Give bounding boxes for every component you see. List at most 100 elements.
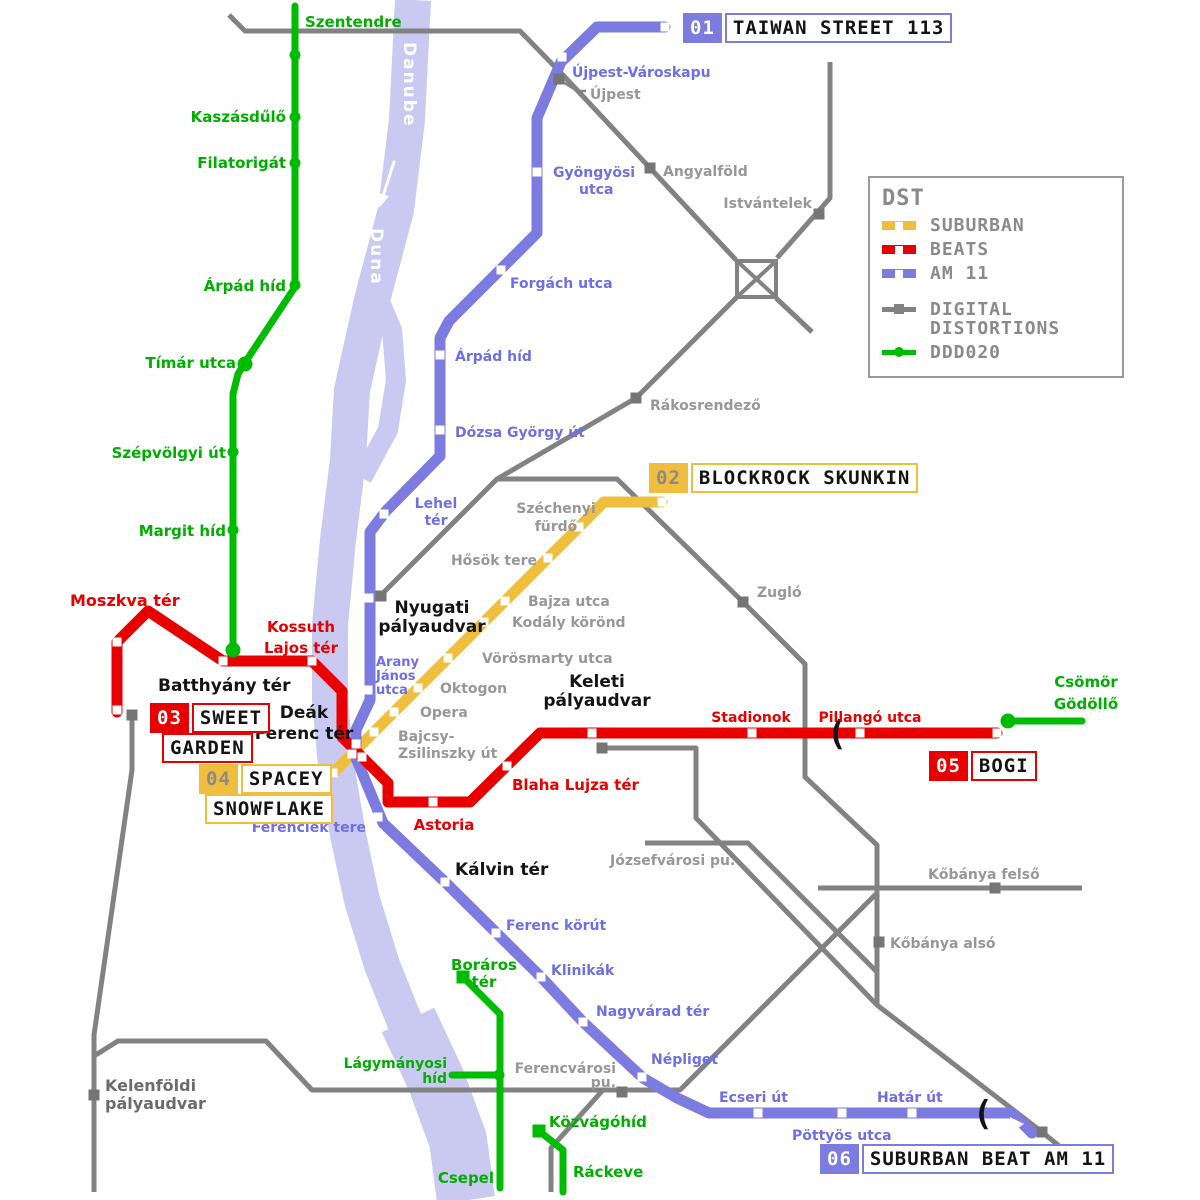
legend-label-suburban: SUBURBAN xyxy=(930,215,1025,236)
station-lehel-ter xyxy=(379,509,389,519)
label-ferenc-korut: Ferenc körút xyxy=(506,918,606,934)
label-nepliget: Népliget xyxy=(651,1052,718,1068)
label-klinikak: Klinikák xyxy=(551,963,615,979)
label-rackeve: Ráckeve xyxy=(573,1163,643,1181)
rail-jozsefvarosi xyxy=(645,840,879,974)
label-moszkva-ter: Moszkva tér xyxy=(70,591,180,610)
station-deli-rail-stub xyxy=(126,709,138,721)
label-istvantelek: Istvántelek xyxy=(723,196,812,212)
station-terminal-04 xyxy=(328,768,338,778)
station-deak-m3 xyxy=(351,739,361,749)
station-timar-utca xyxy=(237,356,253,372)
label-dozsa-gyorgy-ut: Dózsa György út xyxy=(455,425,585,441)
river-flow-arrow xyxy=(381,160,396,198)
label-pottyos-utca: Pöttyös utca xyxy=(792,1128,892,1144)
label-kobanya-also: Kőbánya alsó xyxy=(890,936,996,952)
label-bajcsy-zsilinszky: Bajcsy-Zsilinszky út xyxy=(398,729,498,762)
station-oktogon xyxy=(413,683,423,693)
station-arpad-hid-metro xyxy=(435,350,445,360)
rail-keleti-branch xyxy=(602,745,879,1007)
station-forgach-utca xyxy=(496,265,506,275)
line-ddd020-rackeve xyxy=(535,1127,567,1196)
station-ferenciek-tere xyxy=(373,812,383,822)
line-beats xyxy=(111,605,1003,808)
rail-istvantelek xyxy=(775,62,833,260)
station-rakosrendezo xyxy=(630,392,642,404)
station-batthyany-ter-metro xyxy=(218,656,228,666)
label-kozvagohid: Közvágóhíd xyxy=(549,1113,647,1131)
legend-item-ddd020: DDD020 xyxy=(882,343,1122,362)
line-am11 xyxy=(350,21,1038,1139)
label-rakosrendezo: Rákosrendező xyxy=(650,398,761,414)
label-arpad-hid-metro: Árpád híd xyxy=(455,348,532,365)
river-name-duna: Duna xyxy=(366,228,386,286)
station-ujpest-varoskapu xyxy=(557,52,567,62)
station-terminal-01 xyxy=(660,22,670,32)
legend-label-digital-distortions: DIGITAL DISTORTIONS xyxy=(930,299,1061,339)
label-zuglo: Zugló xyxy=(757,585,802,601)
station-filatorigat xyxy=(289,157,301,169)
rail-main-east xyxy=(380,476,1087,1169)
river-name-danube: Danube xyxy=(399,42,419,128)
station-kodaly-korond xyxy=(479,617,489,627)
station-keleti-rail xyxy=(596,742,608,754)
station-blaha-lujza-ter xyxy=(502,761,512,771)
station-nyugati-rail xyxy=(375,590,387,602)
station-csomor-godollo-end xyxy=(1000,713,1016,729)
station-bajcsy-zsilinszky-ut xyxy=(369,727,379,737)
station-hatar-ut xyxy=(907,1108,917,1118)
rail-south xyxy=(92,891,879,1093)
legend-item-suburban: SUBURBAN xyxy=(882,216,1122,235)
station-moszkva-ter xyxy=(112,637,122,647)
station-nyugati-metro xyxy=(364,593,374,603)
station-boraros-ter xyxy=(456,970,470,984)
station-deak-m1 xyxy=(347,749,357,759)
station-ecseri-ut xyxy=(753,1108,763,1118)
station-pottyos-utca xyxy=(837,1108,847,1118)
legend-marker-beats xyxy=(882,240,916,259)
legend-marker-ddd020 xyxy=(882,343,916,362)
legend-item-digital-distortions: DIGITAL DISTORTIONS xyxy=(882,300,1122,338)
station-lagymanyosi-hid xyxy=(493,1069,505,1081)
legend-title: DST xyxy=(882,186,925,211)
station-kobanya-also xyxy=(873,936,885,948)
label-kobanya-felso: Kőbánya felső xyxy=(928,867,1040,883)
label-ujpest: Újpest xyxy=(590,85,641,103)
line-suburban xyxy=(327,496,668,779)
label-szepvolgyi-ut: Szépvölgyi út xyxy=(112,444,226,462)
label-ecseri-ut: Ecseri út xyxy=(719,1090,788,1106)
station-kossuth-lajos-ter xyxy=(307,656,317,666)
station-kozvagohid xyxy=(532,1124,546,1138)
station-pillango-utca xyxy=(855,728,865,738)
label-ferenciek-tere: Ferenciek tere xyxy=(252,820,366,836)
label-hatar-ut: Határ út xyxy=(877,1090,943,1106)
label-bajza-utca: Bajza utca xyxy=(528,594,610,610)
station-dozsa-gyorgy-ut xyxy=(435,425,445,435)
station-kobanya-felso xyxy=(989,882,1001,894)
legend-label-am11: AM 11 xyxy=(930,263,990,284)
label-vorosmarty-utca: Vörösmarty utca xyxy=(482,651,613,667)
station-hosok-tere xyxy=(543,553,553,563)
label-batthyany-ter: Batthyány tér xyxy=(158,676,291,696)
station-opera xyxy=(389,707,399,717)
label-filatorigat: Filatorigát xyxy=(197,154,286,172)
station-vorosmarty-utca xyxy=(443,653,453,663)
label-csepel: Csepel xyxy=(438,1169,494,1187)
station-istvantelek xyxy=(813,208,825,220)
crossing-bracket-beats: ( xyxy=(827,714,847,754)
label-opera: Opera xyxy=(420,705,468,721)
station-kalvin-ter xyxy=(440,877,450,887)
label-pillango-utca: Pillangó utca xyxy=(819,710,922,726)
label-blaha-lujza-ter: Blaha Lujza tér xyxy=(512,776,640,794)
station-szentendre xyxy=(289,49,301,61)
